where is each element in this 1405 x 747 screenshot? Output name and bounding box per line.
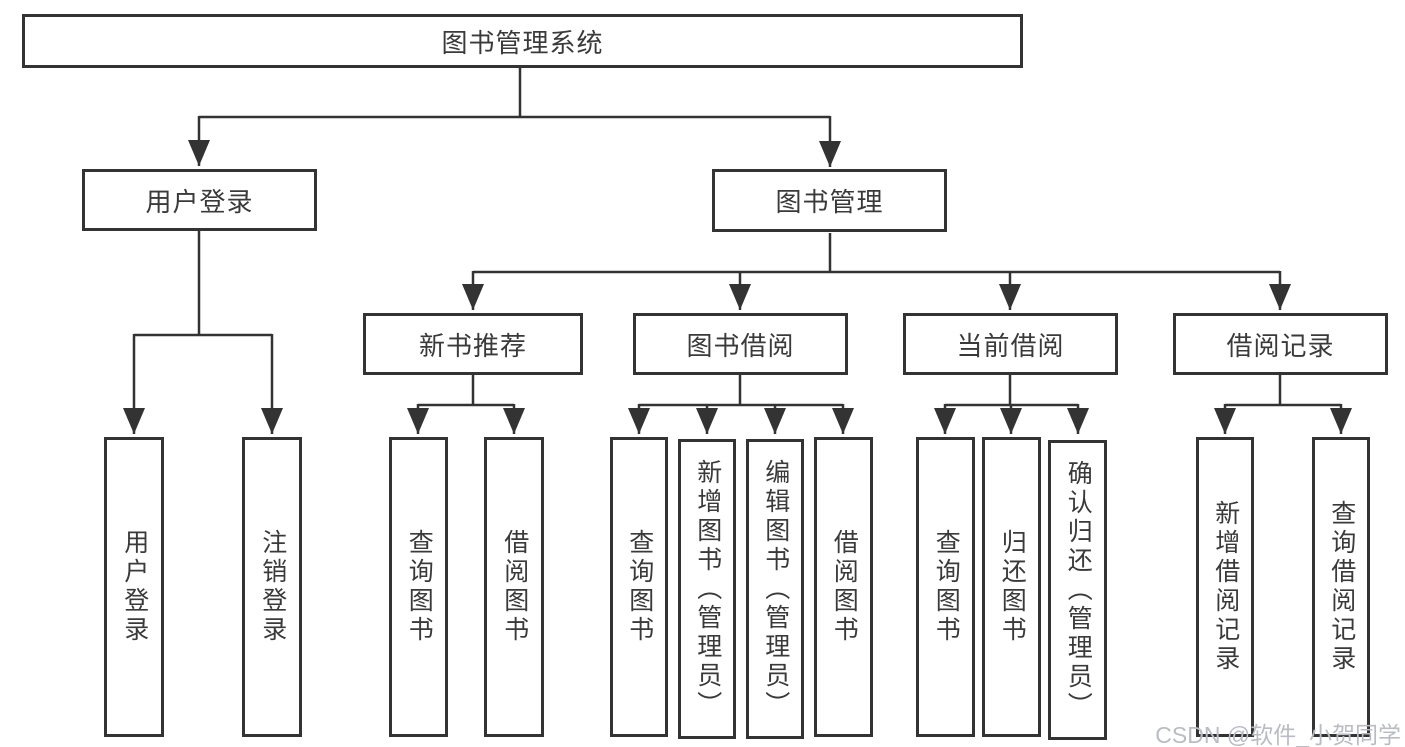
node-query-books-1: 查询图书 — [389, 437, 448, 737]
node-label: 借阅图书 — [500, 529, 529, 645]
node-label: 图书管理系统 — [441, 27, 604, 58]
node-add-borrow-record: 新增借阅记录 — [1196, 437, 1254, 737]
node-label: 查询借阅记录 — [1327, 500, 1356, 674]
node-label: 查询图书 — [932, 529, 961, 645]
node-borrow-books-1: 借阅图书 — [484, 437, 544, 737]
node-label: 当前借阅 — [956, 330, 1065, 361]
node-label: 借阅记录 — [1226, 330, 1335, 361]
node-label: 新书推荐 — [418, 330, 527, 361]
node-query-books-3: 查询图书 — [916, 437, 975, 737]
node-label: 借阅图书 — [830, 529, 859, 645]
node-label: 确认归还（管理员） — [1064, 459, 1093, 721]
node-label: 用户登录 — [145, 186, 254, 217]
node-label: 新增图书（管理员） — [693, 458, 722, 720]
node-current-borrowing: 当前借阅 — [903, 313, 1118, 375]
node-add-books-admin: 新增图书（管理员） — [678, 439, 736, 739]
csdn-watermark: CSDN @软件_小贺同学 — [1155, 722, 1401, 747]
node-label: 图书管理 — [775, 187, 884, 217]
node-user-login-branch: 用户登录 — [82, 169, 317, 231]
node-label: 编辑图书（管理员） — [761, 458, 790, 720]
node-query-books-2: 查询图书 — [610, 437, 668, 737]
node-book-management-branch: 图书管理 — [712, 169, 947, 232]
node-borrow-books-2: 借阅图书 — [814, 437, 873, 737]
node-label: 注销登录 — [258, 529, 287, 645]
node-label: 用户登录 — [120, 529, 149, 645]
node-logout-action: 注销登录 — [242, 437, 302, 737]
node-new-book-recommend: 新书推荐 — [363, 313, 583, 375]
node-borrowing-records: 借阅记录 — [1173, 313, 1388, 375]
node-label: 查询图书 — [625, 529, 654, 645]
node-user-login-action: 用户登录 — [104, 437, 164, 737]
node-label: 新增借阅记录 — [1211, 500, 1240, 674]
node-book-borrowing: 图书借阅 — [633, 313, 848, 375]
node-query-borrow-record: 查询借阅记录 — [1312, 437, 1370, 737]
node-edit-books-admin: 编辑图书（管理员） — [746, 439, 804, 739]
node-label: 查询图书 — [405, 529, 434, 645]
node-label: 图书借阅 — [686, 330, 795, 361]
node-root-library-system: 图书管理系统 — [22, 14, 1023, 68]
node-confirm-return-admin: 确认归还（管理员） — [1048, 440, 1107, 740]
node-label: 归还图书 — [998, 529, 1027, 645]
node-return-books: 归还图书 — [982, 437, 1041, 737]
